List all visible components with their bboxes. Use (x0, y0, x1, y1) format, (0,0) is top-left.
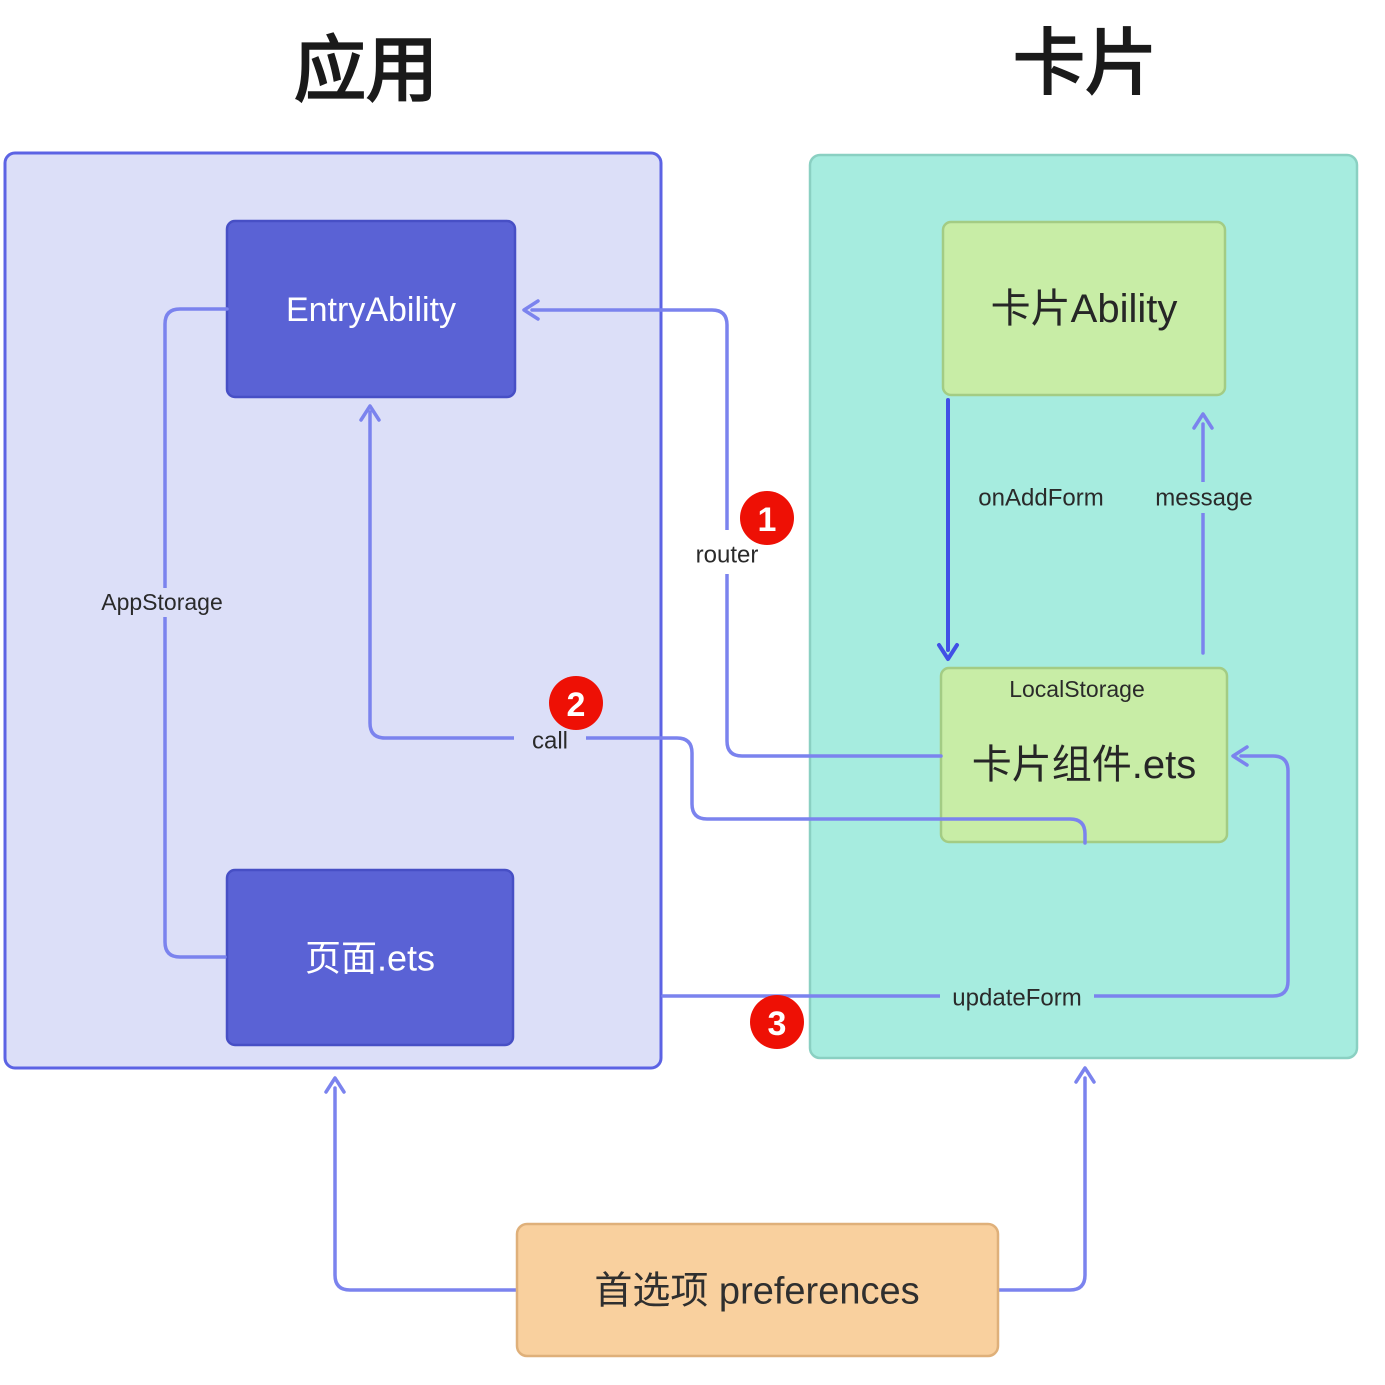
app-storage-label: AppStorage (101, 589, 222, 615)
preferences-box (515, 1222, 1000, 1358)
edge-app-storage (163, 307, 229, 959)
card-ability-label: 卡片Ability (991, 287, 1178, 331)
update-form-label-bg (940, 982, 1094, 1011)
edge-message (1192, 412, 1214, 655)
edge-call (359, 404, 1087, 845)
node-page-ets: 页面.ets (225, 868, 515, 1047)
call-label: call (532, 727, 568, 754)
step-badge-3: 3 (750, 995, 804, 1049)
call-arrowhead-icon (359, 404, 381, 422)
on-add-form-arrowhead-icon (937, 643, 959, 661)
app-storage-label-bg (92, 588, 232, 617)
page-ets-box (225, 868, 515, 1047)
step-badge-1: 1 (740, 491, 794, 545)
edge-preferences-right (996, 1066, 1096, 1292)
on-add-form-label: onAddForm (978, 484, 1103, 511)
card-component-label: 卡片组件.ets (972, 743, 1196, 787)
badge-2-number: 2 (567, 686, 586, 724)
node-card-component: LocalStorage 卡片组件.ets (939, 666, 1229, 844)
badge-1-number: 1 (758, 501, 777, 539)
app-storage-line (163, 307, 229, 959)
card-section-title: 卡片 (1013, 24, 1157, 104)
badge-3-number: 3 (768, 1005, 787, 1043)
update-form-label: updateForm (952, 984, 1081, 1011)
card-ability-box (941, 220, 1227, 397)
edge-on-add-form (937, 398, 959, 661)
update-form-line (661, 754, 1290, 998)
node-entry-ability: EntryAbility (225, 219, 517, 399)
entry-ability-label: EntryAbility (286, 291, 456, 329)
message-arrowhead-icon (1192, 412, 1214, 430)
call-label-bg (514, 726, 586, 752)
badge-1-circle (740, 491, 794, 545)
preferences-label: 首选项 preferences (594, 1270, 919, 1312)
badge-2-circle (549, 676, 603, 730)
page-ets-label: 页面.ets (305, 938, 435, 979)
router-label: router (696, 541, 759, 568)
local-storage-tag: LocalStorage (1009, 676, 1145, 702)
call-line (368, 410, 1087, 845)
message-label: message (1155, 484, 1252, 511)
node-preferences: 首选项 preferences (515, 1222, 1000, 1358)
edge-update-form (661, 745, 1290, 998)
preferences-right-arrowhead-icon (1074, 1066, 1096, 1084)
badge-3-circle (750, 995, 804, 1049)
preferences-left-arrowhead-icon (324, 1076, 346, 1094)
node-card-ability: 卡片Ability (941, 220, 1227, 397)
message-label-bg (1150, 482, 1258, 513)
preferences-right-line (996, 1076, 1087, 1292)
step-badge-2: 2 (549, 676, 603, 730)
preferences-left-line (333, 1086, 519, 1292)
edge-preferences-left (324, 1076, 519, 1292)
router-arrowhead-icon (522, 299, 540, 321)
app-section-title: 应用 (294, 31, 438, 111)
update-form-arrowhead-icon (1231, 745, 1249, 767)
